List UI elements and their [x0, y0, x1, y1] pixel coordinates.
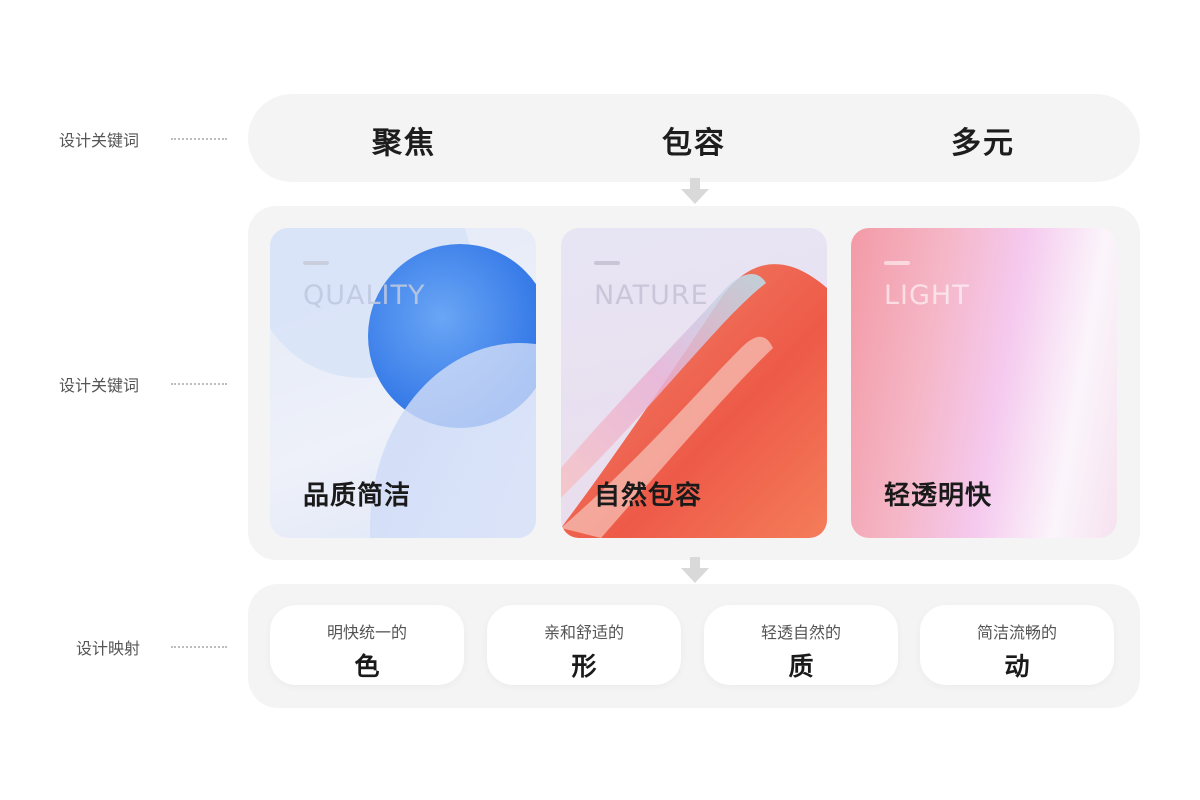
arrow-down-icon — [681, 178, 709, 204]
row-label-mapping: 设计映射 — [76, 635, 227, 659]
mapping-chip-color: 明快统一的 色 — [270, 605, 464, 685]
arrow-down-icon — [681, 557, 709, 583]
row-label-keywords: 设计关键词 — [59, 127, 227, 151]
card-english-title: NATURE — [594, 280, 709, 311]
dotted-connector — [171, 646, 227, 648]
quality-artwork — [270, 228, 536, 538]
chip-title: 色 — [354, 652, 380, 681]
row-label-text: 设计关键词 — [59, 131, 140, 150]
card-chinese-title: 轻透明快 — [884, 481, 993, 511]
mapping-chip-motion: 简洁流畅的 动 — [920, 605, 1114, 685]
nature-artwork — [561, 264, 827, 538]
card-chinese-title: 自然包容 — [594, 481, 703, 511]
row-label-text: 设计映射 — [76, 639, 141, 658]
card-dash — [884, 261, 910, 265]
card-chinese-title: 品质简洁 — [303, 481, 412, 511]
dotted-connector — [171, 383, 227, 385]
dotted-connector — [171, 138, 227, 140]
chip-subtitle: 亲和舒适的 — [543, 623, 624, 642]
card-light: LIGHT 轻透明快 — [851, 228, 1117, 538]
mapping-chip-texture: 轻透自然的 质 — [704, 605, 898, 685]
chip-title: 动 — [1004, 652, 1030, 681]
mapping-chip-shape: 亲和舒适的 形 — [487, 605, 681, 685]
card-dash — [303, 261, 329, 265]
card-nature: NATURE 自然包容 — [561, 228, 827, 538]
row-label-text: 设计关键词 — [59, 376, 140, 395]
keyword-inclusive: 包容 — [662, 126, 726, 161]
row-label-cards: 设计关键词 — [59, 372, 227, 396]
chip-subtitle: 简洁流畅的 — [976, 623, 1057, 642]
card-quality: QUALITY 品质简洁 — [270, 228, 536, 538]
card-dash — [594, 261, 620, 265]
chip-subtitle: 明快统一的 — [326, 623, 407, 642]
keyword-diverse: 多元 — [951, 126, 1015, 161]
chip-title: 质 — [788, 652, 814, 681]
card-english-title: QUALITY — [303, 280, 426, 311]
card-english-title: LIGHT — [884, 280, 970, 311]
chip-title: 形 — [571, 652, 597, 681]
keywords-panel — [248, 94, 1140, 182]
chip-subtitle: 轻透自然的 — [760, 623, 841, 642]
keyword-focus: 聚焦 — [372, 126, 436, 161]
